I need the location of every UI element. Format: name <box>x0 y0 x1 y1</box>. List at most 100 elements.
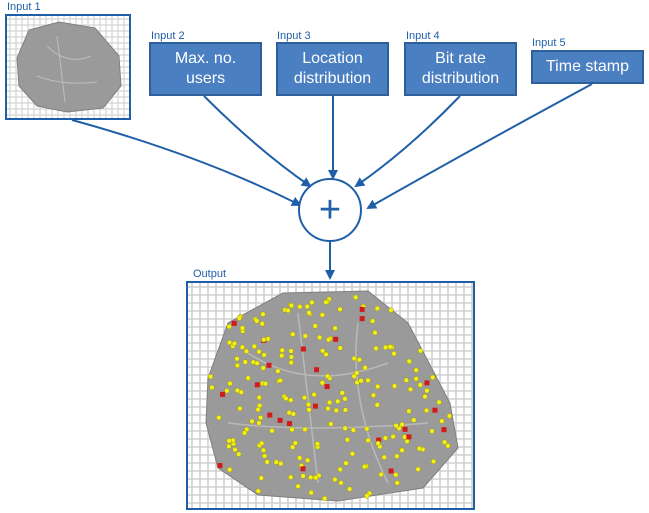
user-marker <box>373 345 379 352</box>
input-4-label: Input 4 <box>406 30 440 42</box>
user-marker <box>333 407 339 414</box>
user-marker <box>319 312 325 318</box>
user-marker <box>332 476 338 483</box>
user-marker <box>342 425 348 431</box>
user-marker <box>387 344 393 350</box>
user-marker <box>332 325 338 331</box>
user-marker-highlight <box>300 466 306 472</box>
user-marker <box>216 414 222 421</box>
user-marker <box>356 357 363 363</box>
user-marker <box>403 377 409 383</box>
user-marker-highlight <box>333 336 339 342</box>
max-users-box: Max. no. users <box>149 42 262 96</box>
user-marker-highlight <box>312 403 318 409</box>
user-marker <box>388 307 394 313</box>
user-marker <box>411 417 417 423</box>
user-marker <box>394 480 400 486</box>
user-marker <box>344 437 351 443</box>
user-marker <box>342 396 348 402</box>
user-marker <box>326 337 332 343</box>
user-marker <box>446 413 453 419</box>
user-marker <box>364 493 370 499</box>
user-marker <box>370 392 377 398</box>
user-marker <box>407 386 414 392</box>
output-map-graphic <box>188 283 473 508</box>
user-marker <box>362 365 368 371</box>
user-marker <box>260 365 266 371</box>
user-marker <box>279 353 285 359</box>
user-marker <box>374 305 380 312</box>
user-marker-highlight <box>359 306 365 312</box>
input-1-map <box>5 14 131 120</box>
user-marker <box>365 437 371 443</box>
user-marker <box>254 360 260 366</box>
user-marker <box>312 323 318 329</box>
user-marker <box>323 351 329 358</box>
user-marker-highlight <box>441 427 447 433</box>
user-marker <box>402 434 408 440</box>
input-map-graphic <box>7 16 129 118</box>
user-marker <box>390 433 396 440</box>
user-marker <box>439 418 445 424</box>
user-marker <box>278 460 284 467</box>
user-marker <box>313 475 319 481</box>
user-marker <box>375 440 381 446</box>
user-marker <box>337 345 343 351</box>
user-marker <box>288 397 294 403</box>
user-marker <box>304 303 310 310</box>
user-marker <box>423 407 430 414</box>
user-marker <box>234 387 241 394</box>
user-marker-highlight <box>388 468 394 474</box>
user-marker <box>391 351 397 357</box>
user-marker <box>422 393 428 400</box>
user-marker <box>361 463 368 470</box>
user-marker <box>261 453 268 459</box>
user-marker <box>277 377 283 384</box>
output-label: Output <box>193 268 227 280</box>
arrow-input-1 <box>71 119 302 206</box>
user-marker <box>374 383 381 390</box>
user-marker <box>261 352 267 358</box>
user-marker <box>351 355 357 362</box>
time-stamp-line-1: Time stamp <box>546 58 629 75</box>
user-marker <box>416 445 422 452</box>
user-marker <box>369 318 376 324</box>
user-marker <box>259 321 265 327</box>
user-marker <box>306 407 312 413</box>
user-marker <box>251 343 257 350</box>
user-marker <box>353 294 359 300</box>
user-marker <box>445 443 451 449</box>
user-marker <box>254 318 260 324</box>
user-marker <box>393 472 399 478</box>
arrow-input-4 <box>354 95 461 188</box>
user-marker <box>232 446 238 453</box>
user-marker <box>289 426 295 433</box>
user-marker <box>365 377 371 383</box>
user-marker <box>358 378 364 384</box>
user-marker <box>321 495 328 502</box>
user-marker <box>283 395 289 402</box>
user-marker <box>382 344 389 351</box>
user-marker <box>302 426 308 433</box>
user-marker <box>261 337 267 343</box>
user-marker <box>309 299 315 306</box>
user-marker <box>404 438 410 444</box>
user-marker <box>209 384 215 391</box>
user-marker <box>260 311 266 317</box>
user-marker <box>306 310 312 316</box>
plus-icon: + <box>318 189 342 231</box>
user-marker <box>305 401 312 408</box>
user-marker <box>288 348 294 354</box>
user-marker <box>311 391 317 398</box>
user-marker <box>415 466 421 472</box>
user-marker-highlight <box>406 434 412 440</box>
user-marker <box>260 447 267 453</box>
user-marker <box>226 467 233 473</box>
user-marker <box>354 370 360 376</box>
user-marker <box>382 435 389 441</box>
location-distribution-line-2: distribution <box>293 70 372 87</box>
user-marker <box>226 438 232 444</box>
user-marker <box>241 430 248 436</box>
user-marker <box>245 375 251 381</box>
user-marker <box>393 423 399 429</box>
